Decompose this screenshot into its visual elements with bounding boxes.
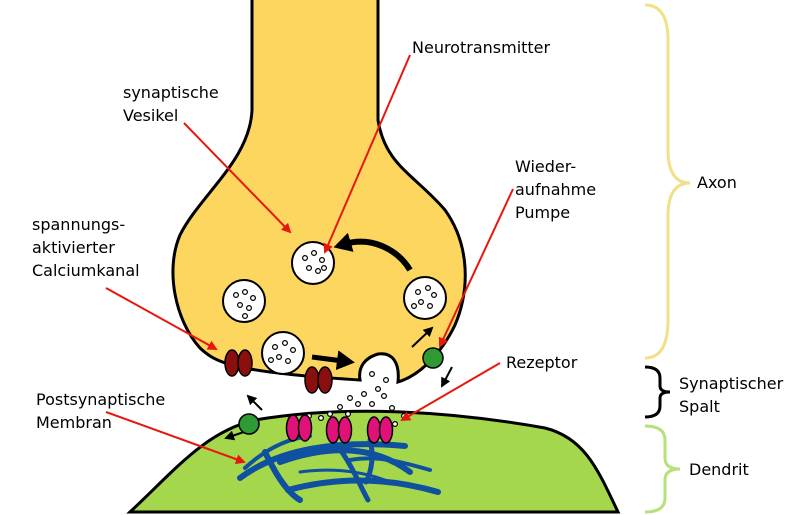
- synaptic-vesicles: [222, 241, 447, 375]
- vesicle: [403, 276, 447, 320]
- label-axon: Axon: [697, 173, 737, 192]
- reuptake-pump-postsynaptic: [224, 394, 263, 441]
- label-synaptic-vesicle: synaptische Vesikel: [123, 83, 219, 125]
- vesicle: [222, 279, 266, 323]
- label-neurotransmitter: Neurotransmitter: [412, 38, 551, 57]
- receptor: [378, 416, 394, 444]
- receptor: [337, 416, 353, 444]
- label-synaptic-cleft: Synaptischer Spalt: [679, 374, 784, 416]
- receptor: [285, 414, 301, 442]
- recycling-arrow: [333, 232, 413, 272]
- reuptake-pump-presynaptic: [411, 326, 453, 388]
- dendrite-filaments: [237, 434, 441, 503]
- label-receptor: Rezeptor: [506, 353, 578, 372]
- pointer-neurotransmitter: [323, 54, 411, 254]
- pointer-vesicle: [183, 122, 292, 234]
- label-pointers: [105, 54, 514, 464]
- calcium-channel: [304, 366, 320, 394]
- vesicle: [291, 241, 335, 285]
- vesicle-movement-arrow: [311, 350, 355, 371]
- synaptic-cleft-brace: [644, 365, 671, 419]
- receptor: [297, 414, 313, 442]
- receptor: [366, 416, 382, 444]
- calcium-channel: [237, 349, 253, 377]
- axon-brace: [644, 3, 691, 360]
- label-reuptake-pump: Wieder- aufnahme Pumpe: [515, 157, 597, 222]
- label-calcium-channel: spannungs- aktivierter Calciumkanal: [32, 215, 140, 280]
- label-dendrite: Dendrit: [689, 460, 749, 479]
- calcium-channel: [224, 349, 240, 377]
- calcium-channels: [224, 349, 333, 394]
- pointer-postsynaptic-membrane: [105, 411, 246, 464]
- dendrite-brace: [644, 424, 681, 514]
- pointer-calcium-channel: [105, 287, 218, 350]
- receptor: [325, 416, 341, 444]
- pointer-receptor: [400, 362, 501, 422]
- pointer-reuptake-pump: [438, 188, 514, 348]
- vesicle: [261, 331, 305, 375]
- reuptake-pumps: [224, 326, 453, 441]
- calcium-channel: [317, 366, 333, 394]
- postsynaptic-receptors: [285, 414, 394, 444]
- label-postsynaptic-membrane: Postsynaptische Membran: [36, 390, 166, 432]
